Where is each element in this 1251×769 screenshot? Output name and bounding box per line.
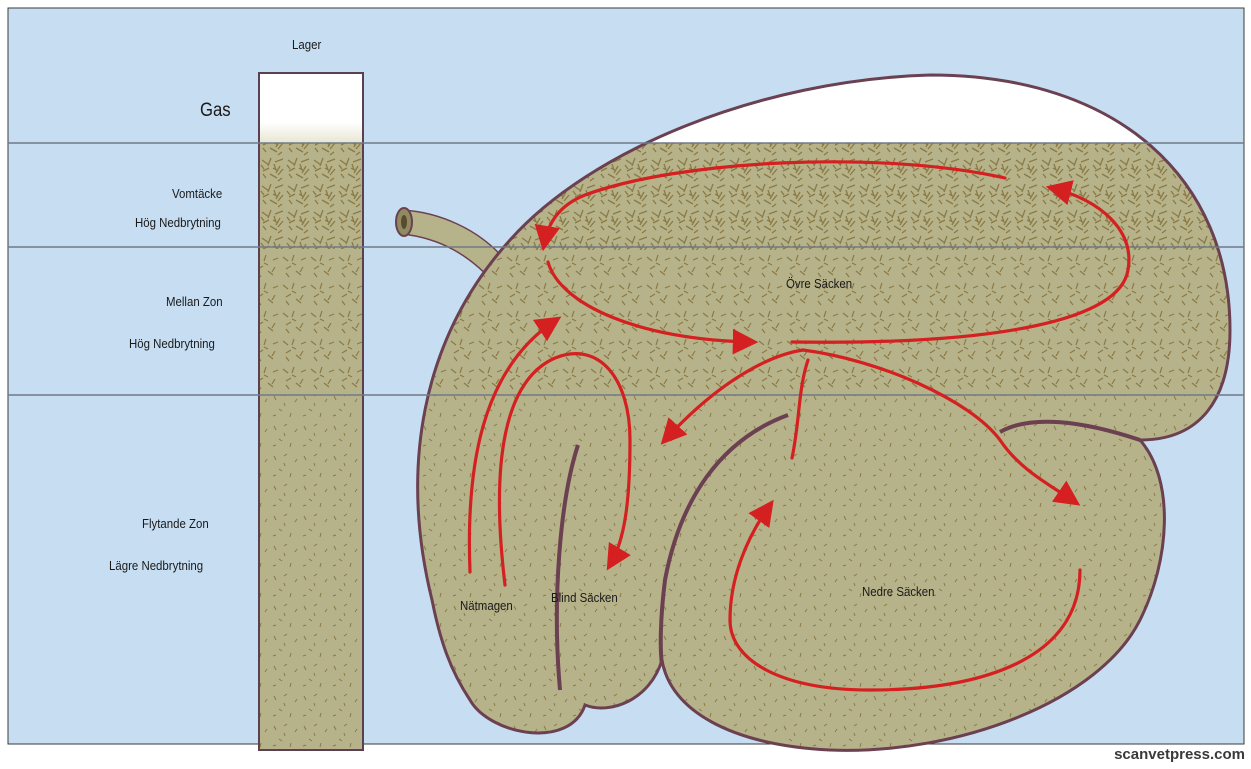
column-header: Lager (292, 37, 321, 52)
layer-1-name: Vomtäcke (172, 186, 222, 201)
reticulum-label: Nätmagen (460, 598, 513, 613)
upper-sac-label: Övre Säcken (786, 276, 852, 291)
layer-column (259, 73, 363, 750)
layer-1-breakdown: Hög Nedbrytning (135, 215, 221, 230)
layer-2-name: Mellan Zon (166, 294, 223, 309)
credit-text: scanvetpress.com (1114, 746, 1245, 763)
layer-2-breakdown: Hög Nedbrytning (129, 336, 215, 351)
blind-sac-label: Blind Säcken (551, 590, 618, 605)
layer-3-breakdown: Lägre Nedbrytning (109, 558, 203, 573)
layer-3-name: Flytande Zon (142, 516, 209, 531)
lower-sac-label: Nedre Säcken (862, 584, 935, 599)
gas-label: Gas (200, 100, 231, 122)
